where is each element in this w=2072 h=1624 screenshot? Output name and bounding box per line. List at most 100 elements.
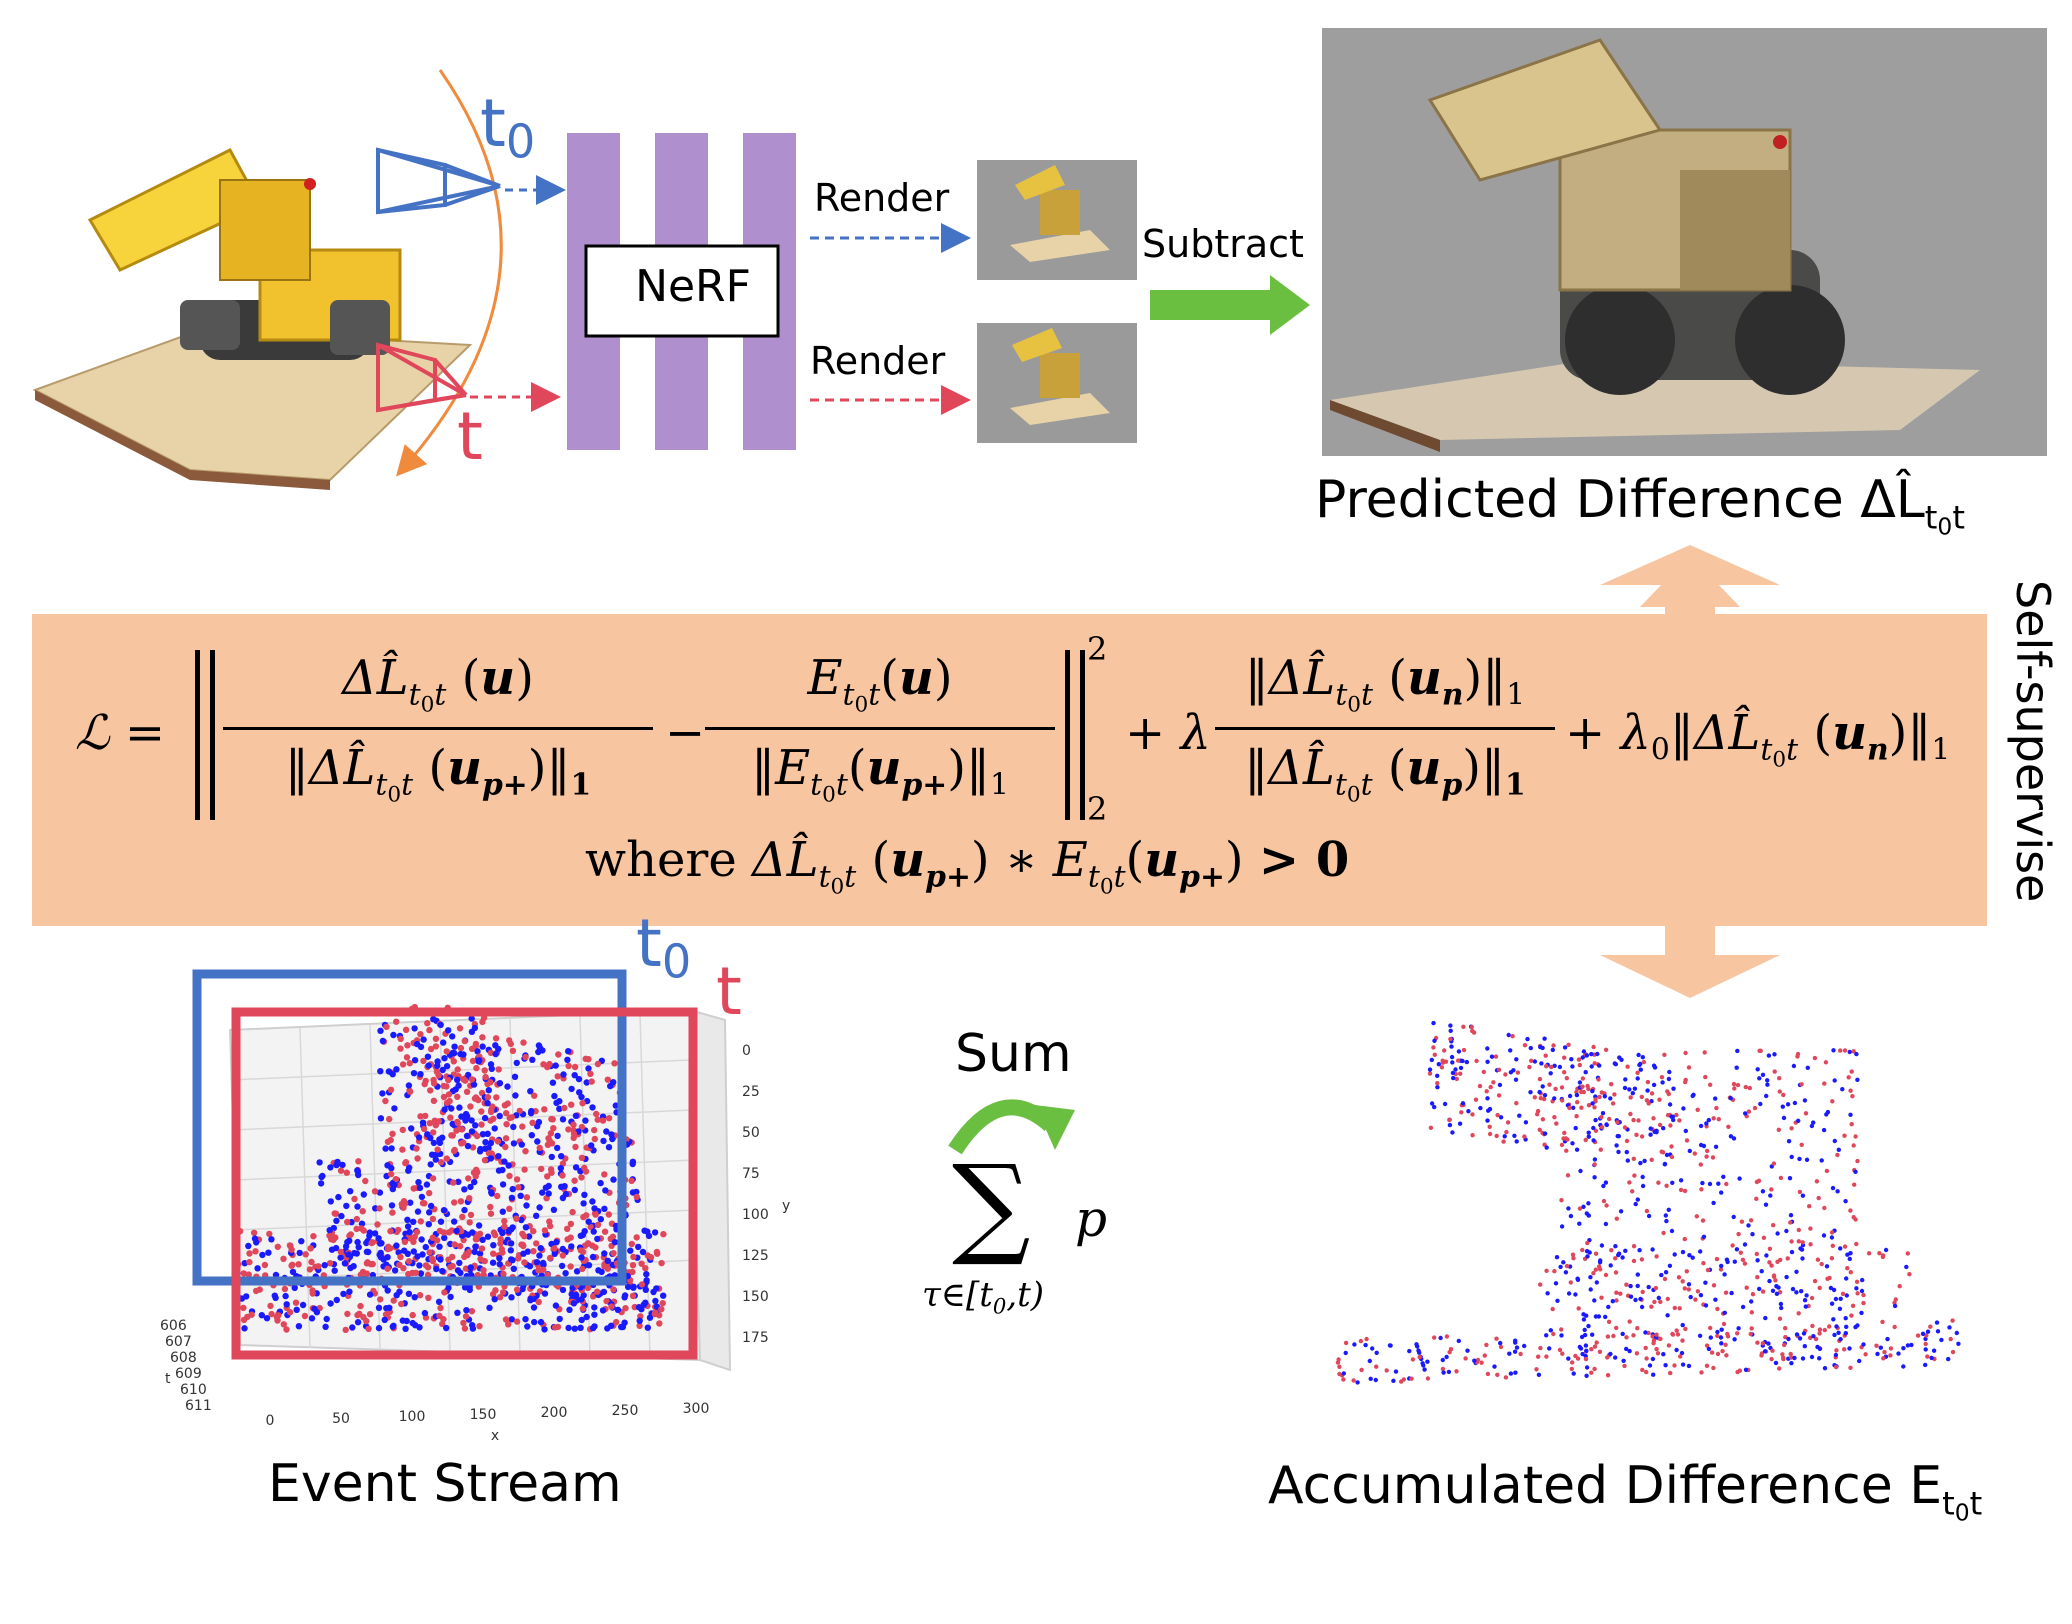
event-point	[426, 1249, 433, 1256]
event-point	[454, 1076, 461, 1084]
accumulated-event-point	[1450, 1060, 1455, 1065]
event-point	[254, 1265, 261, 1272]
accumulated-event-point	[1821, 1233, 1827, 1238]
event-point	[544, 1271, 551, 1279]
event-point	[307, 1245, 314, 1252]
event-point	[478, 1121, 485, 1128]
accumulated-event-point	[1590, 1088, 1595, 1094]
accumulated-event-point	[1704, 1363, 1710, 1369]
accumulated-event-point	[1677, 1306, 1682, 1311]
accumulated-event-point	[1592, 1105, 1597, 1110]
event-point	[273, 1313, 281, 1321]
accumulated-event-point	[1495, 1112, 1500, 1118]
accumulated-event-point	[1460, 1101, 1466, 1106]
accumulated-event-point	[1513, 1370, 1518, 1375]
accumulated-event-point	[1570, 1141, 1575, 1146]
event-point	[346, 1232, 353, 1240]
event-point	[585, 1262, 593, 1269]
accumulated-event-point	[1590, 1101, 1595, 1106]
accumulated-event-point	[1431, 1020, 1436, 1026]
event-point	[402, 1026, 410, 1034]
accumulated-event-point	[1494, 1133, 1499, 1139]
accumulated-event-point	[1782, 1342, 1787, 1348]
accumulated-event-point	[1844, 1276, 1849, 1281]
event-point	[566, 1306, 573, 1314]
event-point	[490, 1242, 497, 1249]
accumulated-event-point	[1649, 1157, 1654, 1163]
event-point	[629, 1268, 636, 1276]
accumulated-event-point	[1705, 1267, 1711, 1273]
accumulated-event-point	[1880, 1253, 1886, 1258]
event-point	[360, 1191, 367, 1198]
event-point	[502, 1143, 509, 1151]
event-point	[316, 1159, 323, 1166]
accumulated-event-point	[1849, 1313, 1854, 1318]
accumulated-event-point	[1645, 1088, 1650, 1093]
accumulated-event-point	[1571, 1256, 1576, 1261]
accumulated-event-point	[1790, 1286, 1796, 1292]
event-point	[399, 1061, 407, 1068]
accumulated-event-point	[1624, 1138, 1630, 1144]
event-point	[487, 1203, 494, 1211]
accumulated-event-point	[1503, 1072, 1508, 1077]
accumulated-event-point	[1618, 1291, 1623, 1296]
accumulated-event-point	[1783, 1326, 1788, 1331]
event-point	[595, 1267, 602, 1274]
accumulated-event-point	[1854, 1051, 1859, 1057]
accumulated-event-point	[1854, 1241, 1859, 1247]
event-point	[445, 1256, 452, 1263]
event-point	[628, 1240, 635, 1248]
accumulated-event-point	[1740, 1304, 1746, 1310]
event-point	[251, 1235, 259, 1242]
event-point	[609, 1233, 617, 1241]
accumulated-event-point	[1528, 1090, 1533, 1095]
event-point	[653, 1248, 661, 1256]
event-point	[629, 1189, 637, 1196]
accumulated-event-point	[1580, 1084, 1585, 1089]
accumulated-event-point	[1614, 1143, 1619, 1148]
accumulated-event-point	[1573, 1353, 1578, 1359]
event-point	[436, 1243, 443, 1250]
event-point	[535, 1267, 542, 1274]
sum-p: p	[1075, 1190, 1108, 1248]
event-point	[517, 1192, 524, 1200]
accumulated-event-point	[1844, 1293, 1850, 1298]
accumulated-event-point	[1698, 1123, 1704, 1129]
accumulated-event-point	[1924, 1333, 1929, 1338]
accumulated-event-point	[1589, 1347, 1594, 1352]
accumulated-event-point	[1769, 1187, 1774, 1192]
accumulated-event-point	[1584, 1348, 1589, 1354]
event-point	[588, 1142, 595, 1149]
accumulated-event-point	[1635, 1070, 1640, 1076]
accumulated-event-point	[1504, 1129, 1509, 1135]
event-point	[423, 1181, 431, 1188]
event-point	[594, 1221, 602, 1229]
event-point	[602, 1187, 609, 1194]
event-point	[556, 1315, 563, 1323]
accumulated-event-point	[1620, 1331, 1625, 1337]
event-point	[465, 1175, 472, 1182]
event-point	[513, 1059, 520, 1067]
event-point	[591, 1126, 598, 1134]
event-point	[639, 1248, 647, 1256]
accumulated-event-point	[1693, 1297, 1698, 1302]
accumulated-event-point	[1586, 1201, 1591, 1206]
accumulated-event-point	[1687, 1253, 1692, 1258]
event-point	[513, 1176, 521, 1183]
accumulated-event-point	[1634, 1351, 1640, 1356]
accumulated-event-point	[1456, 1049, 1462, 1054]
event-point	[578, 1316, 585, 1324]
accumulated-event-point	[1513, 1340, 1518, 1345]
accumulated-event-point	[1651, 1082, 1657, 1088]
event-point	[399, 1146, 406, 1153]
event-point	[499, 1289, 507, 1296]
accumulated-event-point	[1850, 1094, 1855, 1099]
event-point	[482, 1139, 489, 1146]
accumulated-event-point	[1670, 1332, 1676, 1337]
event-point	[337, 1248, 344, 1256]
event-point	[403, 1054, 411, 1061]
accumulated-event-point	[1622, 1085, 1628, 1091]
accumulated-event-point	[1803, 1111, 1809, 1116]
accumulated-event-point	[1749, 1326, 1754, 1331]
event-point	[508, 1240, 515, 1247]
